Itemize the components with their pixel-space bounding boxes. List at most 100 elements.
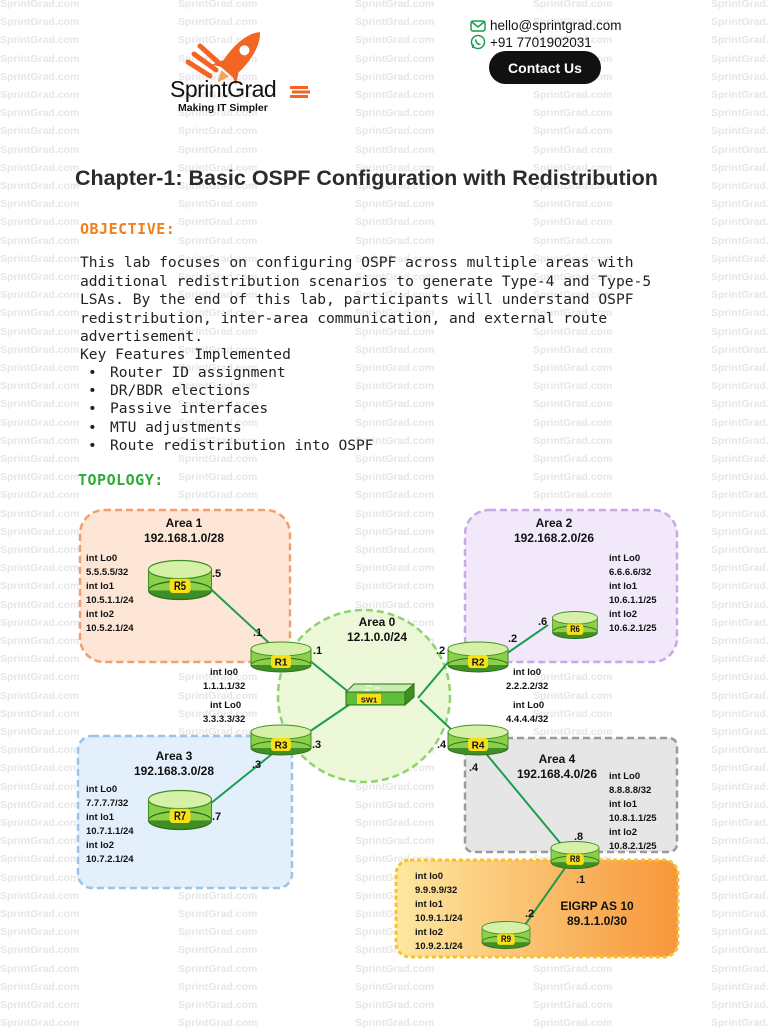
r5-iface-2: int lo1 xyxy=(86,581,115,592)
r5-iface-3: 10.5.1.1/24 xyxy=(86,595,134,606)
r7-iface-5: 10.7.2.1/24 xyxy=(86,854,134,865)
router-r2[interactable]: R2 xyxy=(447,641,509,673)
list-item: Passive interfaces xyxy=(88,400,374,418)
eigrp-name: EIGRP AS 10 xyxy=(560,899,634,913)
email-icon xyxy=(470,19,486,32)
r5-iface-5: 10.5.2.1/24 xyxy=(86,623,134,634)
eigrp-subnet: 89.1.1.0/30 xyxy=(567,914,627,928)
r6-iface-4: int lo2 xyxy=(609,609,637,620)
list-item: Router ID assignment xyxy=(88,364,374,382)
area4-subnet: 192.168.4.0/26 xyxy=(517,767,597,781)
router-label: R3 xyxy=(275,741,288,752)
router-label: R8 xyxy=(570,854,580,865)
ip-r2-sw: .2 xyxy=(436,645,445,657)
rocket-logo-icon xyxy=(185,31,260,86)
r8-iface-1: 8.8.8.8/32 xyxy=(609,785,651,796)
email-text[interactable]: hello@sprintgrad.com xyxy=(490,18,622,33)
whatsapp-icon xyxy=(470,34,486,50)
topology-heading: TOPOLOGY: xyxy=(78,471,164,489)
area3-subnet: 192.168.3.0/28 xyxy=(134,764,214,778)
links xyxy=(200,579,567,933)
r8-iface-3: 10.8.1.1/25 xyxy=(609,813,657,824)
ip-r9: .2 xyxy=(525,908,534,920)
r9-iface-2: int lo1 xyxy=(415,899,444,910)
r1-iface-1: 1.1.1.1/32 xyxy=(203,681,245,692)
area4-box xyxy=(463,736,679,854)
r7-iface-4: int lo2 xyxy=(86,840,114,851)
r7-iface-1: 7.7.7.7/32 xyxy=(86,798,128,809)
r4-iface-0: int Lo0 xyxy=(513,700,544,711)
r7-iface-2: int lo1 xyxy=(86,812,115,823)
router-r9[interactable]: R9 xyxy=(481,921,531,949)
router-r8[interactable]: R8 xyxy=(550,841,600,869)
router-label: R2 xyxy=(472,658,485,669)
r3-iface-1: 3.3.3.3/32 xyxy=(203,714,245,725)
area1-subnet: 192.168.1.0/28 xyxy=(144,531,224,545)
router-r1[interactable]: R1 xyxy=(250,641,312,673)
ip-r1-sw: .1 xyxy=(313,645,322,657)
r6-iface-0: int Lo0 xyxy=(609,553,640,564)
ip-r2-area2: .2 xyxy=(508,633,517,645)
r7-iface-3: 10.7.1.1/24 xyxy=(86,826,134,837)
r9-iface-4: int lo2 xyxy=(415,927,443,938)
r6-iface-2: int lo1 xyxy=(609,581,638,592)
router-label: R6 xyxy=(570,625,580,635)
phone-text[interactable]: +91 7701902031 xyxy=(490,34,592,50)
r6-iface-1: 6.6.6.6/32 xyxy=(609,567,651,578)
area2-name: Area 2 xyxy=(536,516,573,530)
area4-name: Area 4 xyxy=(539,752,576,766)
area1-name: Area 1 xyxy=(166,516,203,530)
ip-r4-sw: .4 xyxy=(437,739,447,751)
r8-iface-5: 10.8.2.1/25 xyxy=(609,841,657,852)
switch-sw1[interactable]: SW1 xyxy=(344,682,416,707)
r7-iface-0: int Lo0 xyxy=(86,784,117,795)
books-icon xyxy=(290,86,310,98)
key-features-title: Key Features Implemented xyxy=(80,346,291,363)
area2-box xyxy=(463,508,679,664)
r5-iface-0: int Lo0 xyxy=(86,553,117,564)
router-r3[interactable]: R3 xyxy=(250,724,312,756)
ip-r3-area3: .3 xyxy=(252,759,261,771)
router-r7[interactable]: R7 xyxy=(147,789,213,831)
r8-iface-4: int lo2 xyxy=(609,827,637,838)
r5-iface-1: 5.5.5.5/32 xyxy=(86,567,128,578)
list-item: Route redistribution into OSPF xyxy=(88,437,374,455)
r8-iface-0: int Lo0 xyxy=(609,771,640,782)
r2-iface-1: 2.2.2.2/32 xyxy=(506,681,548,692)
router-r5[interactable]: R5 xyxy=(147,559,213,601)
brand-name: SprintGrad xyxy=(170,76,277,102)
ip-r5: .5 xyxy=(212,568,221,580)
r5-iface-4: int lo2 xyxy=(86,609,114,620)
brand-tagline: Making IT Simpler xyxy=(178,102,268,114)
r9-iface-3: 10.9.1.1/24 xyxy=(415,913,463,924)
contact-us-button[interactable]: Contact Us xyxy=(489,51,601,84)
r6-iface-5: 10.6.2.1/25 xyxy=(609,623,657,634)
objective-text: This lab focuses on configuring OSPF acr… xyxy=(80,254,652,345)
switch-label: SW1 xyxy=(361,696,377,705)
router-r4[interactable]: R4 xyxy=(447,724,509,756)
objective-heading: OBJECTIVE: xyxy=(80,220,176,238)
ip-r8-eigrp: .1 xyxy=(576,874,585,886)
ip-r4-area4: .4 xyxy=(469,762,479,774)
page-title: Chapter-1: Basic OSPF Configuration with… xyxy=(75,166,658,190)
r1-iface-0: int lo0 xyxy=(210,667,238,678)
r3-iface-0: int Lo0 xyxy=(210,700,241,711)
router-r6[interactable]: R6 xyxy=(552,611,598,639)
area0-name: Area 0 xyxy=(359,615,396,629)
r9-iface-5: 10.9.2.1/24 xyxy=(415,941,463,952)
phone-row[interactable]: +91 7701902031 xyxy=(470,34,592,50)
r6-iface-3: 10.6.1.1/25 xyxy=(609,595,657,606)
r8-iface-2: int lo1 xyxy=(609,799,638,810)
area3-name: Area 3 xyxy=(156,749,193,763)
r9-iface-0: int lo0 xyxy=(415,871,443,882)
list-item: DR/BDR elections xyxy=(88,382,374,400)
ip-r1-area1: .1 xyxy=(253,627,262,639)
key-features-list: Router ID assignment DR/BDR elections Pa… xyxy=(88,364,374,455)
area2-subnet: 192.168.2.0/26 xyxy=(514,531,594,545)
ip-r7: .7 xyxy=(212,811,221,823)
ip-r8-area4: .8 xyxy=(574,831,583,843)
list-item: MTU adjustments xyxy=(88,419,374,437)
email-row[interactable]: hello@sprintgrad.com xyxy=(470,18,622,33)
r9-iface-1: 9.9.9.9/32 xyxy=(415,885,457,896)
